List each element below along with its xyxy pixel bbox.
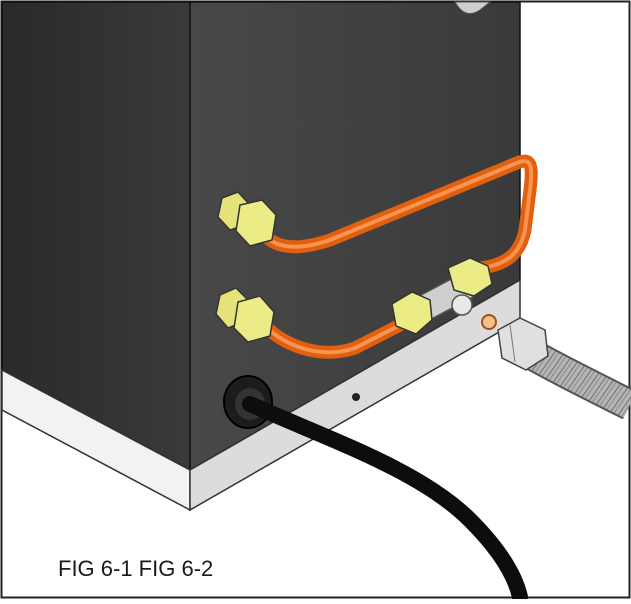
tee-port bbox=[451, 294, 473, 316]
top-bracket-detail bbox=[454, 1, 492, 15]
fitting-tee-upper bbox=[447, 257, 493, 297]
figure-caption: FIG 6-1 FIG 6-2 bbox=[58, 556, 214, 581]
inlet-stub bbox=[481, 314, 497, 330]
power-cord bbox=[242, 396, 528, 604]
fitting-lower-left bbox=[215, 287, 275, 343]
fitting-tee-lower bbox=[391, 291, 433, 335]
hose-nut-edge bbox=[509, 324, 516, 363]
base-screw-hole bbox=[352, 393, 360, 401]
copper-tube-upper-highlight bbox=[260, 159, 534, 270]
fitting-upper-left bbox=[217, 191, 277, 247]
